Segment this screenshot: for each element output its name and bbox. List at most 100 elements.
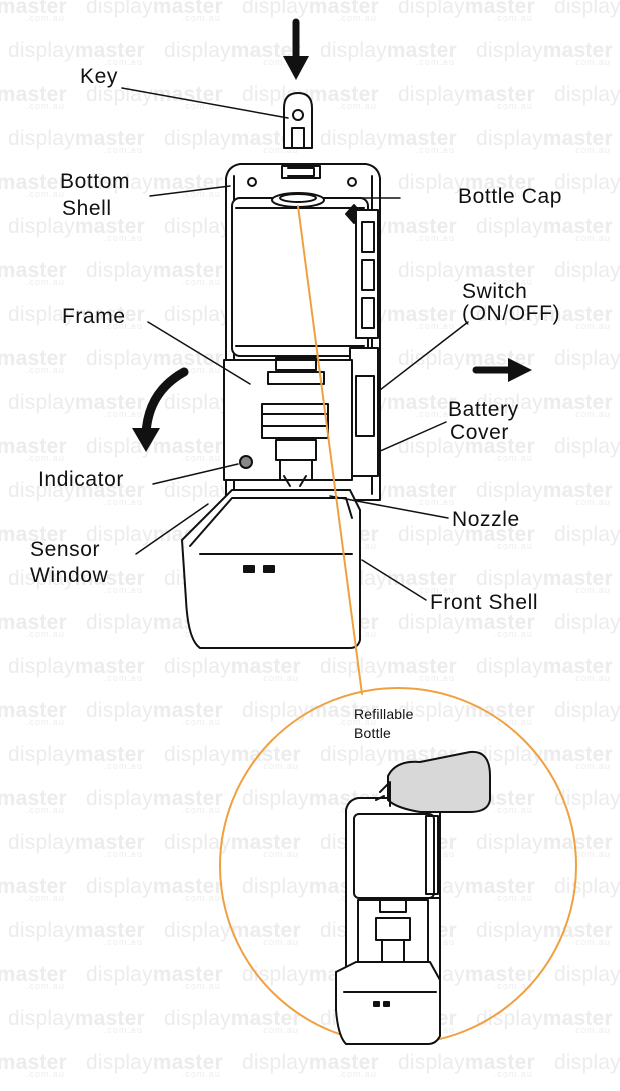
- watermark: displaymaster.com.au: [86, 83, 223, 111]
- watermark: displaymaster.com.au: [476, 1007, 613, 1035]
- watermark: displaymaster.com.au: [476, 919, 613, 947]
- watermark: displaymaster.com.au: [554, 259, 620, 282]
- watermark: displaymaster.com.au: [0, 347, 67, 375]
- watermark: displaymaster.com.au: [398, 611, 535, 639]
- watermark: displaymaster.com.au: [164, 919, 301, 947]
- arrow-right-icon: [472, 358, 532, 382]
- arrow-down-icon: [283, 18, 309, 80]
- front-shell: [181, 489, 361, 649]
- key-part: [283, 92, 313, 149]
- watermark: displaymaster.com.au: [0, 259, 67, 287]
- label-frame: Frame: [62, 305, 126, 328]
- watermark: displaymaster.com.au: [86, 435, 223, 463]
- rotate-arrow-icon: [132, 367, 189, 452]
- watermark: displaymaster.com.au: [0, 963, 67, 991]
- watermark: displaymaster.com.au: [8, 743, 145, 771]
- watermark: displaymaster.com.au: [8, 567, 145, 595]
- watermark: displaymaster.com.au: [476, 39, 613, 67]
- watermark: displaymaster.com.au: [8, 215, 145, 243]
- watermark: displaymaster.com.au: [398, 0, 535, 23]
- watermark: displaymaster.com.au: [554, 787, 620, 810]
- watermark: displaymaster.com.au: [398, 83, 535, 111]
- label-nozzle: Nozzle: [452, 508, 520, 531]
- watermark: displaymaster.com.au: [398, 171, 535, 199]
- watermark: displaymaster.com.au: [398, 1051, 535, 1079]
- watermark: displaymaster.com.au: [476, 567, 613, 595]
- watermark: displaymaster.com.au: [398, 435, 535, 463]
- watermark: displaymaster.com.au: [0, 0, 67, 23]
- watermark: displaymaster.com.au: [476, 303, 613, 331]
- watermark: displaymaster.com.au: [554, 963, 620, 986]
- watermark: displaymaster.com.au: [8, 39, 145, 67]
- watermark: displaymaster.com.au: [86, 963, 223, 991]
- watermark: displaymaster.com.au: [8, 127, 145, 155]
- watermark: displaymaster.com.au: [476, 655, 613, 683]
- watermark: displaymaster.com.au: [164, 1007, 301, 1035]
- label-bottom-shell-line2: Shell: [62, 197, 112, 220]
- label-key: Key: [80, 65, 118, 88]
- watermark: displaymaster.com.au: [86, 1051, 223, 1079]
- watermark: displaymaster.com.au: [476, 831, 613, 859]
- label-sensor-line1: Sensor: [30, 538, 101, 561]
- inset-dispenser: [335, 750, 491, 1045]
- watermark: displaymaster.com.au: [0, 787, 67, 815]
- watermark: displaymaster.com.au: [0, 171, 67, 199]
- watermark: displaymaster.com.au: [86, 875, 223, 903]
- label-switch-line2: (ON/OFF): [462, 302, 561, 325]
- watermark: displaymaster.com.au: [554, 83, 620, 106]
- label-battery-line1: Battery: [448, 398, 519, 421]
- watermark: displaymaster.com.au: [0, 699, 67, 727]
- watermark: displaymaster.com.au: [398, 523, 535, 551]
- watermark: displaymaster.com.au: [554, 171, 620, 194]
- watermark: displaymaster.com.au: [0, 435, 67, 463]
- watermark: displaymaster.com.au: [86, 0, 223, 23]
- watermark: displaymaster.com.au: [0, 83, 67, 111]
- battery-cover-part: [349, 209, 379, 477]
- label-indicator: Indicator: [38, 468, 124, 491]
- label-bottle-cap: Bottle Cap: [458, 185, 563, 208]
- watermark: displaymaster.com.au: [476, 743, 613, 771]
- watermark: displaymaster.com.au: [242, 1051, 379, 1079]
- watermark: displaymaster.com.au: [8, 479, 145, 507]
- watermark: displaymaster.com.au: [476, 127, 613, 155]
- watermark: displaymaster.com.au: [86, 259, 223, 287]
- watermark: displaymaster.com.au: [554, 347, 620, 370]
- watermark: displaymaster.com.au: [320, 655, 457, 683]
- watermark: displaymaster.com.au: [554, 1051, 620, 1074]
- label-refillable-line2: Bottle: [354, 725, 391, 741]
- leader-lines: [121, 87, 469, 601]
- watermark: displaymaster.com.au: [320, 127, 457, 155]
- watermark: displaymaster.com.au: [86, 171, 223, 199]
- watermark: displaymaster.com.au: [398, 699, 535, 727]
- watermark: displaymaster.com.au: [398, 259, 535, 287]
- watermark: displaymaster.com.au: [0, 1051, 67, 1079]
- label-refillable-line1: Refillable: [354, 706, 414, 722]
- label-battery-line2: Cover: [450, 421, 510, 444]
- watermark: displaymaster.com.au: [86, 699, 223, 727]
- bottle-cap-part: [271, 192, 325, 208]
- watermark: displaymaster.com.au: [554, 699, 620, 722]
- indicator-light: [239, 455, 253, 469]
- watermark: displaymaster.com.au: [554, 435, 620, 458]
- watermark: displaymaster.com.au: [0, 875, 67, 903]
- watermark: displaymaster.com.au: [164, 743, 301, 771]
- watermark: displaymaster.com.au: [86, 787, 223, 815]
- watermark: displaymaster.com.au: [242, 0, 379, 23]
- watermark: displaymaster.com.au: [8, 655, 145, 683]
- watermark: displaymaster.com.au: [554, 875, 620, 898]
- watermark: displaymaster.com.au: [242, 699, 379, 727]
- watermark: displaymaster.com.au: [0, 523, 67, 551]
- watermark: displaymaster.com.au: [554, 523, 620, 546]
- watermark: displaymaster.com.au: [320, 39, 457, 67]
- watermark: displaymaster.com.au: [476, 479, 613, 507]
- watermark: displaymaster.com.au: [8, 303, 145, 331]
- label-switch-line1: Switch: [462, 280, 528, 303]
- watermark: displaymaster.com.au: [554, 611, 620, 634]
- watermark: displaymaster.com.au: [8, 919, 145, 947]
- watermark: displaymaster.com.au: [554, 0, 620, 18]
- watermark: displaymaster.com.au: [86, 347, 223, 375]
- watermark: displaymaster.com.au: [8, 1007, 145, 1035]
- watermark: displaymaster.com.au: [164, 655, 301, 683]
